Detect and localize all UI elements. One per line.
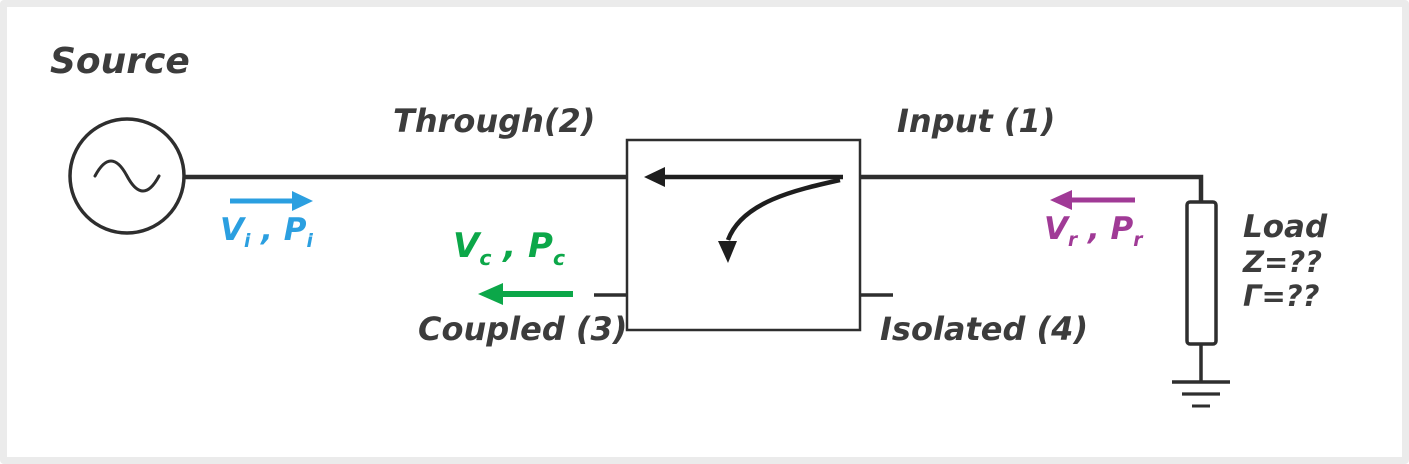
- incident-sep: ,: [250, 212, 284, 248]
- load-impedance-label: Z=??: [1243, 245, 1322, 279]
- load-reflection-label: Γ=??: [1243, 279, 1320, 313]
- sine-wave-icon: [93, 159, 161, 193]
- coupled-p-sub: c: [552, 245, 566, 270]
- coupler-reverse-arrow-head-icon: [644, 167, 665, 187]
- port-isolated-label: Isolated (4): [880, 310, 1089, 348]
- coupled-signal-label: Vc , Pc: [453, 226, 565, 270]
- port-coupled-label: Coupled (3): [418, 310, 628, 348]
- through-line-right: [860, 174, 1204, 203]
- reflected-p: P: [1110, 211, 1134, 247]
- incident-v-sub: i: [244, 231, 251, 253]
- port-through-label: Through(2): [393, 102, 596, 140]
- reflected-v: V: [1044, 211, 1068, 247]
- coupled-p: P: [528, 226, 553, 266]
- port-input-label: Input (1): [897, 102, 1056, 140]
- coupled-arrow-head-icon: [478, 283, 503, 305]
- incident-p: P: [283, 212, 307, 248]
- incident-p-sub: i: [306, 231, 313, 253]
- coupled-sep: ,: [491, 226, 529, 266]
- incident-signal-label: Vi , Pi: [220, 212, 313, 252]
- ground-icon: [1172, 380, 1230, 408]
- load-resistor-icon: [1185, 200, 1218, 346]
- reflected-v-sub: r: [1068, 230, 1078, 252]
- load-label: Load: [1243, 209, 1328, 245]
- coupler-branch-arrow-shaft: [725, 177, 841, 241]
- reflected-signal-label: Vr , Pr: [1044, 211, 1142, 251]
- coupler-box: [625, 138, 862, 332]
- incident-v: V: [220, 212, 244, 248]
- reflected-arrow-head-icon: [1050, 190, 1072, 210]
- source-label: Source: [50, 41, 190, 82]
- reflected-sep: ,: [1077, 211, 1111, 247]
- coupler-branch-arrow-head-icon: [718, 241, 737, 263]
- coupled-v: V: [453, 226, 480, 266]
- incident-arrow-head-icon: [292, 191, 313, 211]
- coupled-v-sub: c: [479, 245, 492, 270]
- reflected-p-sub: r: [1133, 230, 1143, 252]
